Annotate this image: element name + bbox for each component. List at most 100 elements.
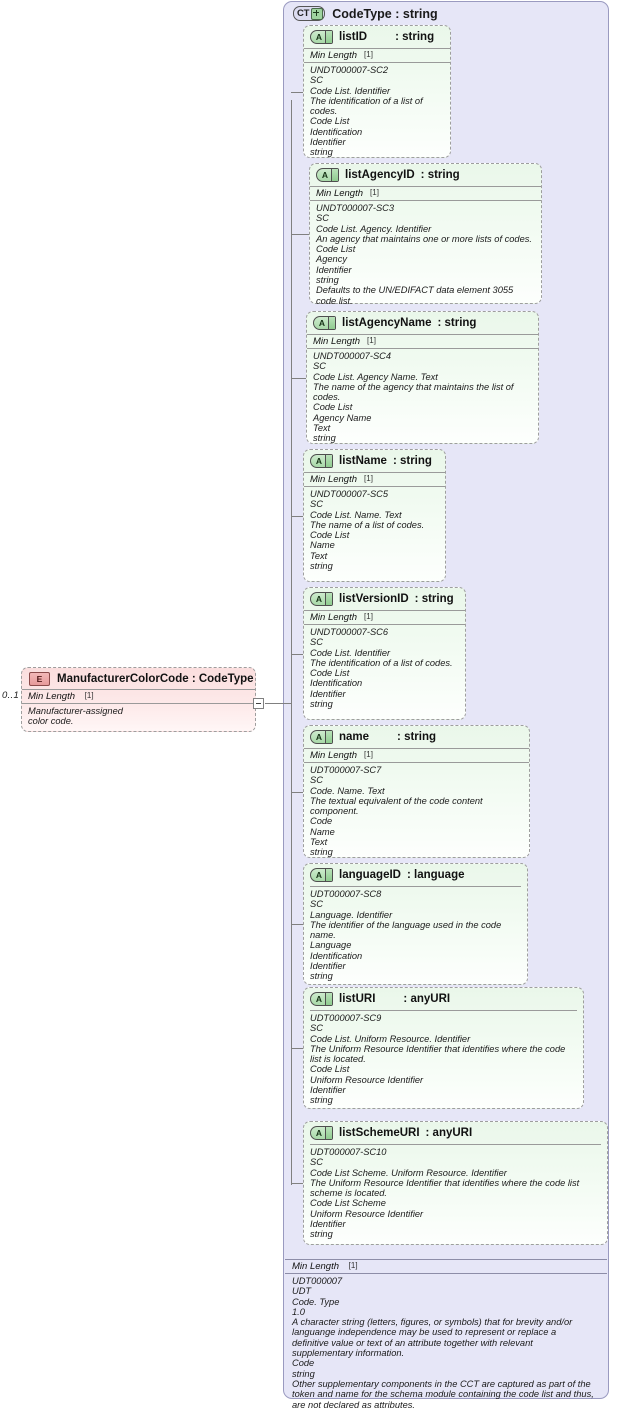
facet-label: Min Length [292, 1261, 340, 1272]
doc-line: string [313, 433, 336, 444]
doc-line: color code. [28, 716, 74, 727]
expand-plus-icon[interactable] [311, 7, 324, 20]
facet-label: Min Length [28, 691, 76, 702]
attribute-facet-row: Min Length[1] [304, 48, 450, 63]
facet-value: [1] [364, 50, 373, 59]
attribute-name: listAgencyName [342, 317, 432, 329]
root-element-title: ManufacturerColorCode : CodeType [57, 673, 254, 685]
doc-line: Code. Type [292, 1296, 340, 1307]
complex-type-facet-row: Min Length [1] [285, 1259, 607, 1274]
doc-line: Code List. Name. Text [310, 509, 402, 520]
attribute-icon: A [310, 730, 333, 744]
doc-line: string [316, 275, 339, 286]
doc-line: Manufacturer-assigned [28, 706, 123, 716]
doc-line: Language [310, 940, 352, 951]
doc-line: Code List Scheme. Uniform Resource. Iden… [310, 1167, 507, 1178]
doc-line: SC [310, 1157, 323, 1168]
complex-type-icon-label: CT [297, 8, 310, 19]
doc-line: Code [310, 816, 333, 827]
attribute-name: listSchemeURI [339, 1127, 420, 1139]
doc-line: Agency Name [313, 412, 372, 423]
doc-line: Name [310, 826, 335, 837]
doc-line: string [310, 561, 333, 572]
attribute-type: : anyURI [403, 993, 451, 1005]
doc-line: The name of the agency that maintains th… [313, 381, 514, 403]
attribute-name: listID [339, 31, 368, 43]
doc-line: SC [310, 775, 323, 786]
attribute-icon: A [310, 30, 333, 44]
attribute-type: : string [395, 31, 435, 43]
attribute-type: : string [414, 593, 454, 605]
connector-line [291, 1183, 303, 1184]
doc-line: The Uniform Resource Identifier that ide… [310, 1043, 566, 1065]
doc-line: Code List [310, 116, 350, 127]
doc-line: Code List. Agency Name. Text [313, 371, 438, 382]
doc-line: Agency [316, 254, 348, 265]
doc-line: A character string (letters, figures, or… [292, 1317, 573, 1359]
doc-line: Identifier [310, 1085, 346, 1096]
attribute-icon: A [310, 868, 333, 882]
doc-line: string [310, 847, 333, 858]
attribute-icon: A [313, 316, 336, 330]
doc-line: Uniform Resource Identifier [310, 1074, 424, 1085]
attribute-facet-row: Min Length[1] [304, 472, 445, 487]
root-element-box[interactable]: E ManufacturerColorCode : CodeType Min L… [21, 667, 256, 732]
connector-line [291, 378, 306, 379]
doc-line: UDT000007-SC10 [310, 1147, 387, 1157]
doc-line: Language. Identifier [310, 909, 393, 920]
doc-line: An agency that maintains one or more lis… [316, 233, 533, 244]
doc-line: The name of a list of codes. [310, 519, 425, 530]
collapse-minus-box[interactable] [253, 698, 264, 709]
connector-line [291, 516, 303, 517]
attribute-type: : string [420, 169, 460, 181]
attribute-name: languageID [339, 869, 401, 881]
attribute-name: listName [339, 455, 387, 467]
doc-line: UNDT000007-SC4 [313, 351, 392, 361]
attribute-facet-row: Min Length[1] [304, 748, 529, 763]
doc-line: Code List. Identifier [310, 647, 391, 658]
doc-line: The identification of a list of codes. [310, 657, 453, 668]
doc-line: Code [292, 1358, 315, 1369]
facet-value: [1] [348, 1261, 358, 1270]
doc-line: string [310, 971, 333, 982]
doc-line: string [310, 147, 333, 158]
doc-line: The textual equivalent of the code conte… [310, 795, 483, 817]
doc-line: SC [310, 75, 323, 86]
doc-line: Identification [310, 950, 363, 961]
doc-line: Code List [316, 244, 356, 255]
doc-line: Code List. Identifier [310, 85, 391, 96]
doc-line: Identification [310, 126, 363, 137]
doc-line: Identifier [316, 264, 352, 275]
doc-line: SC [310, 899, 323, 910]
doc-line: Code List [310, 1064, 350, 1075]
attribute-type: : language [406, 869, 465, 881]
attribute-name: name [339, 731, 370, 743]
attribute-separator [310, 886, 521, 887]
facet-label: Min Length [316, 188, 364, 199]
facet-value: [1] [84, 691, 94, 700]
doc-line: Text [313, 423, 331, 434]
connector-line [291, 654, 303, 655]
complex-type-header: CT CodeType : string [293, 6, 438, 21]
doc-line: Text [310, 837, 328, 848]
